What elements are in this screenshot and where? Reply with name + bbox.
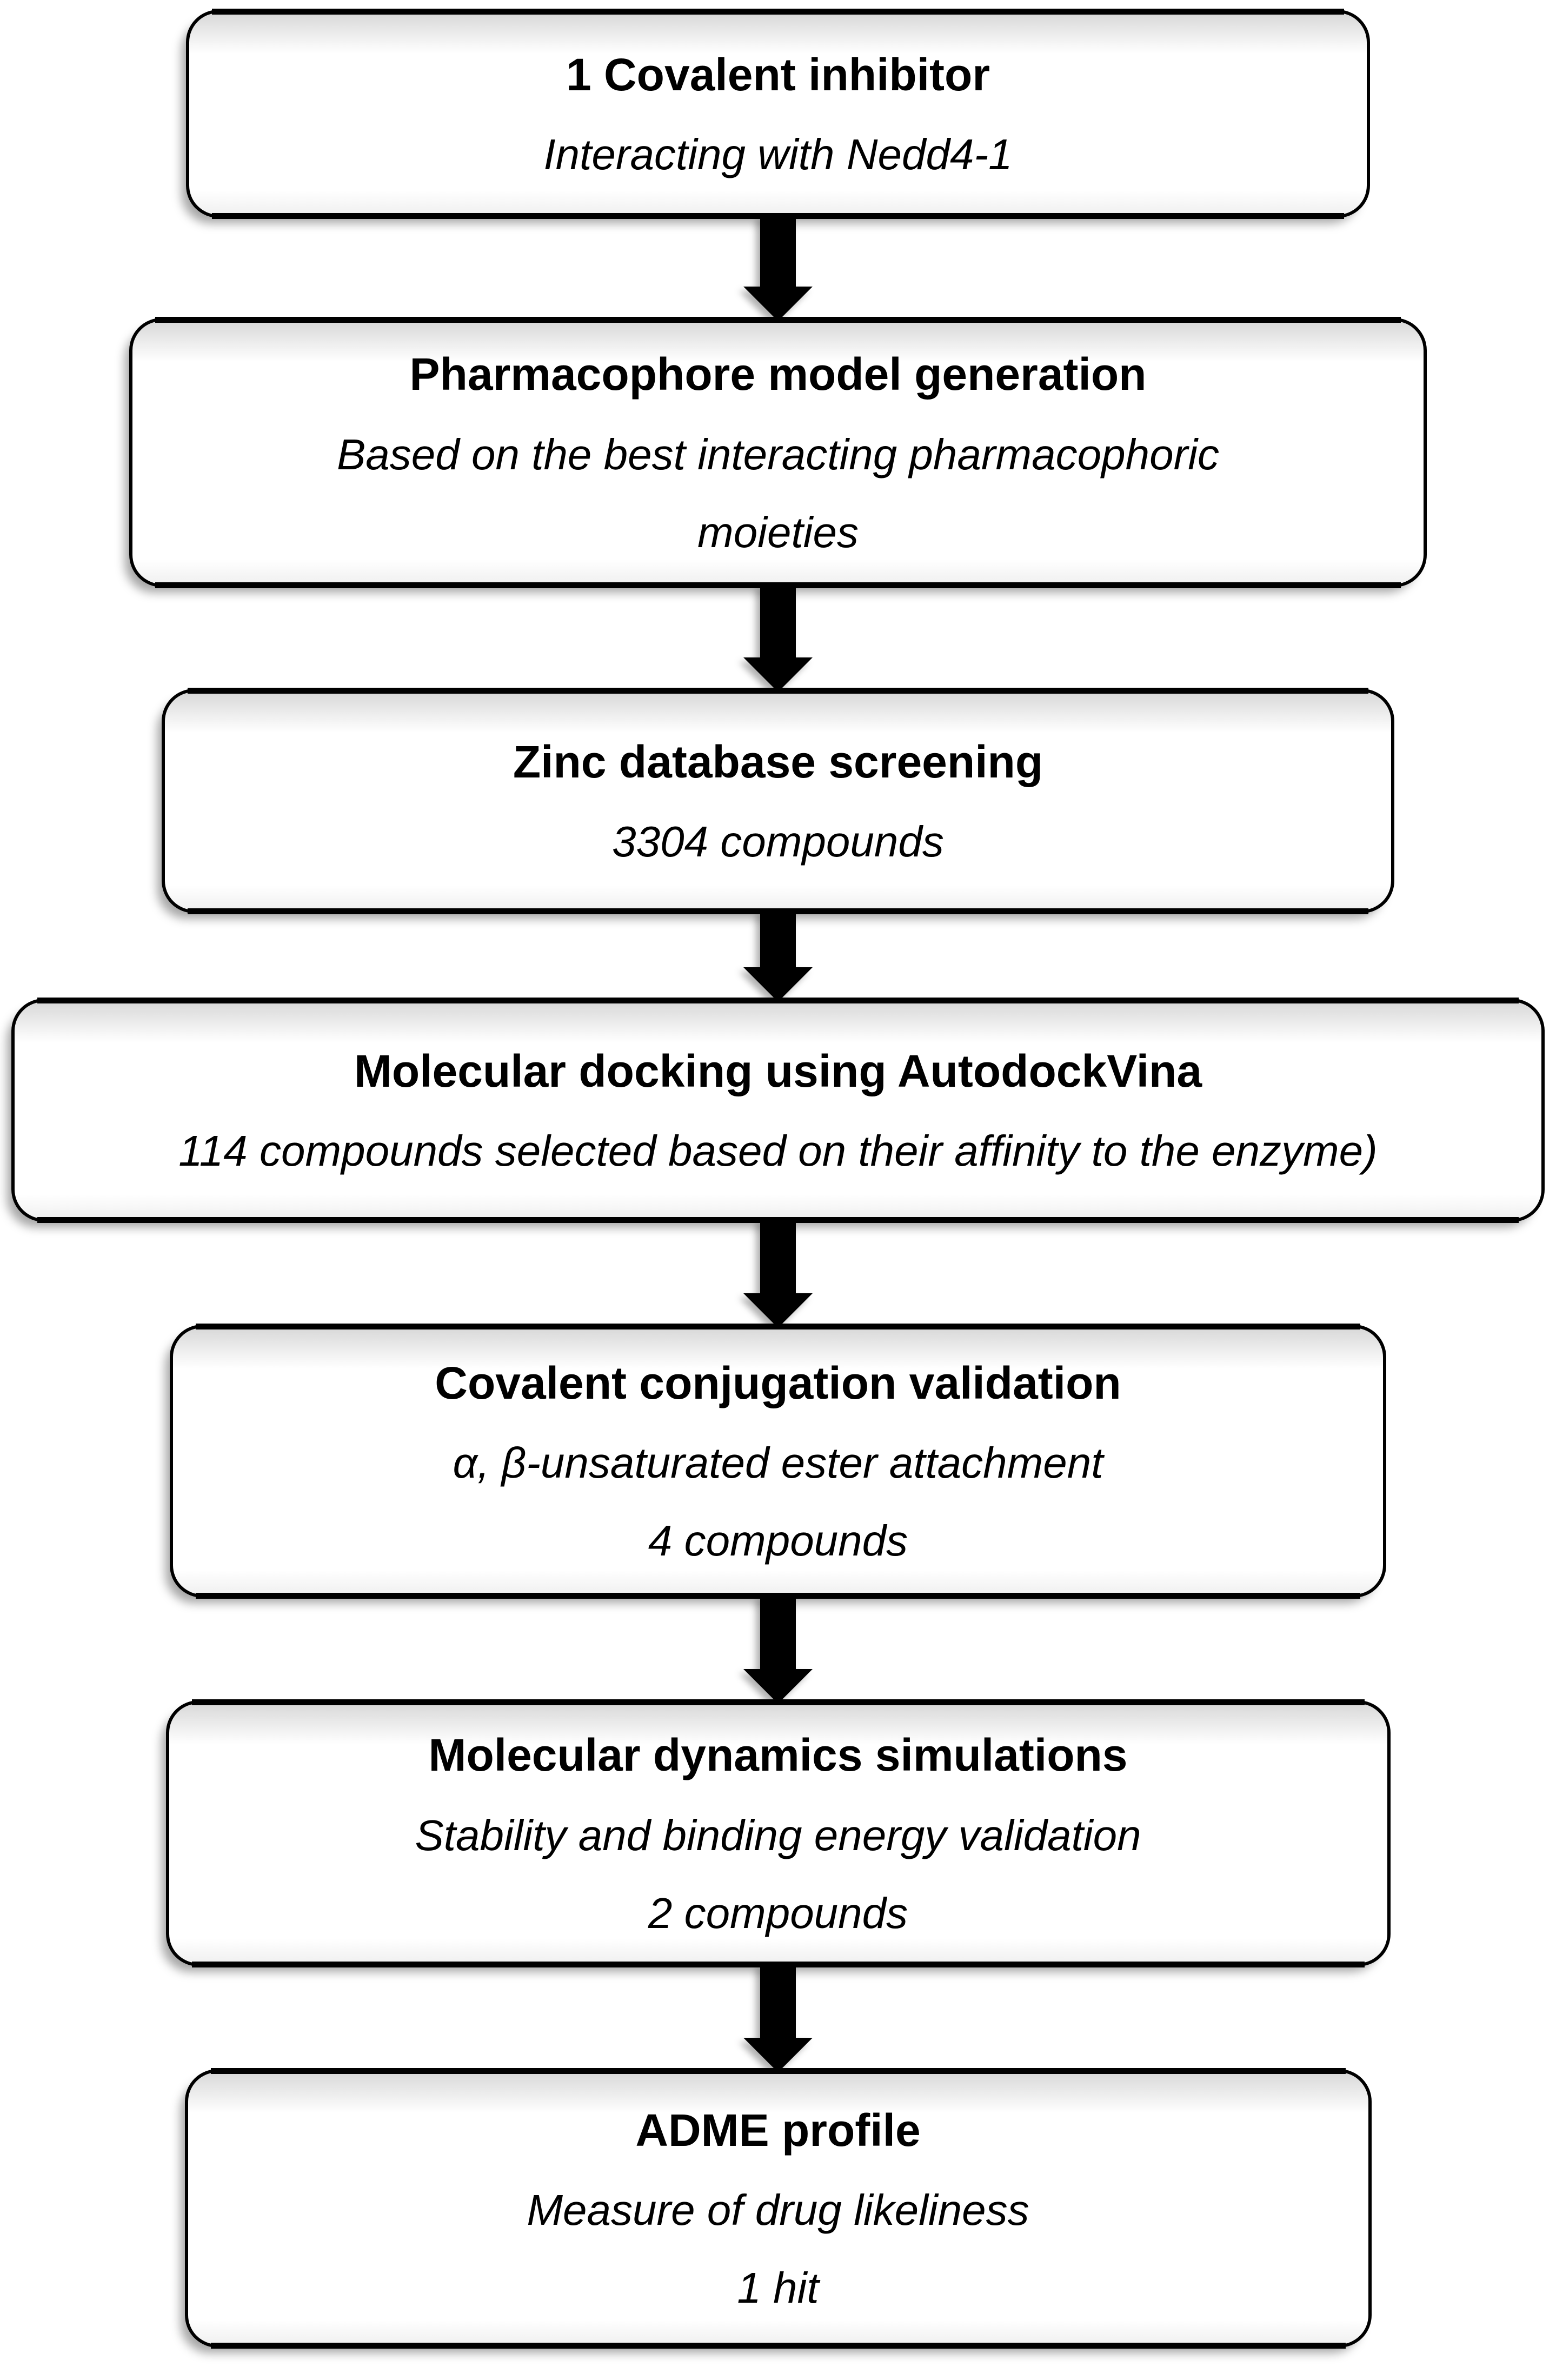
step-2-subtitle: Based on the best interacting pharmacoph… <box>336 430 1220 556</box>
arrow-head <box>743 287 813 321</box>
step-5-subtitle: 4 compounds <box>648 1517 908 1565</box>
step-7-subtitle: 1 hit <box>737 2264 819 2312</box>
arrow-head <box>743 967 813 1002</box>
arrow-head <box>743 2038 813 2072</box>
step-5-title: Covalent conjugation validation <box>435 1357 1121 1408</box>
step-4-subtitle: 114 compounds selected based on their af… <box>178 1127 1378 1175</box>
step-7-subtitle: Measure of drug likeliness <box>527 2186 1029 2235</box>
step-3-title: Zinc database screening <box>513 736 1043 787</box>
down-arrow-icon <box>743 1219 813 1328</box>
arrow-stem <box>760 584 796 657</box>
step-5-subtitle: α, β-unsaturated ester attachment <box>453 1439 1103 1487</box>
flow-step-1: 1 Covalent inhibitor Interacting with Ne… <box>186 9 1370 219</box>
step-3-subtitle: 3304 compounds <box>612 817 944 866</box>
down-arrow-icon <box>743 1594 813 1704</box>
arrow-stem <box>760 215 796 287</box>
step-4-title: Molecular docking using AutodockVina <box>354 1045 1202 1096</box>
step-2-title: Pharmacophore model generation <box>409 349 1147 400</box>
step-6-subtitle: Stability and binding energy validation <box>415 1811 1141 1859</box>
arrow-stem <box>760 1963 796 2038</box>
flow-step-3: Zinc database screening 3304 compounds <box>162 688 1394 914</box>
down-arrow-icon <box>743 584 813 692</box>
arrow-head <box>743 1669 813 1704</box>
step-1-subtitle: Interacting with Nedd4-1 <box>543 130 1013 179</box>
down-arrow-icon <box>743 910 813 1002</box>
step-1-title: 1 Covalent inhibitor <box>566 49 990 100</box>
arrow-stem <box>760 910 796 967</box>
arrow-stem <box>760 1594 796 1669</box>
step-6-subtitle: 2 compounds <box>648 1889 908 1937</box>
arrow-head <box>743 1293 813 1328</box>
down-arrow-icon <box>743 1963 813 2072</box>
down-arrow-icon <box>743 215 813 321</box>
flow-step-6: Molecular dynamics simulations Stability… <box>165 1699 1391 1967</box>
flow-step-2: Pharmacophore model generation Based on … <box>129 317 1427 588</box>
flow-step-4: Molecular docking using AutodockVina 114… <box>11 998 1545 1223</box>
arrow-head <box>743 657 813 692</box>
arrow-stem <box>760 1219 796 1293</box>
step-6-title: Molecular dynamics simulations <box>428 1730 1128 1781</box>
flow-step-5: Covalent conjugation validation α, β-uns… <box>170 1324 1386 1599</box>
step-7-title: ADME profile <box>635 2104 921 2156</box>
flow-step-7: ADME profile Measure of drug likeliness … <box>184 2068 1372 2349</box>
